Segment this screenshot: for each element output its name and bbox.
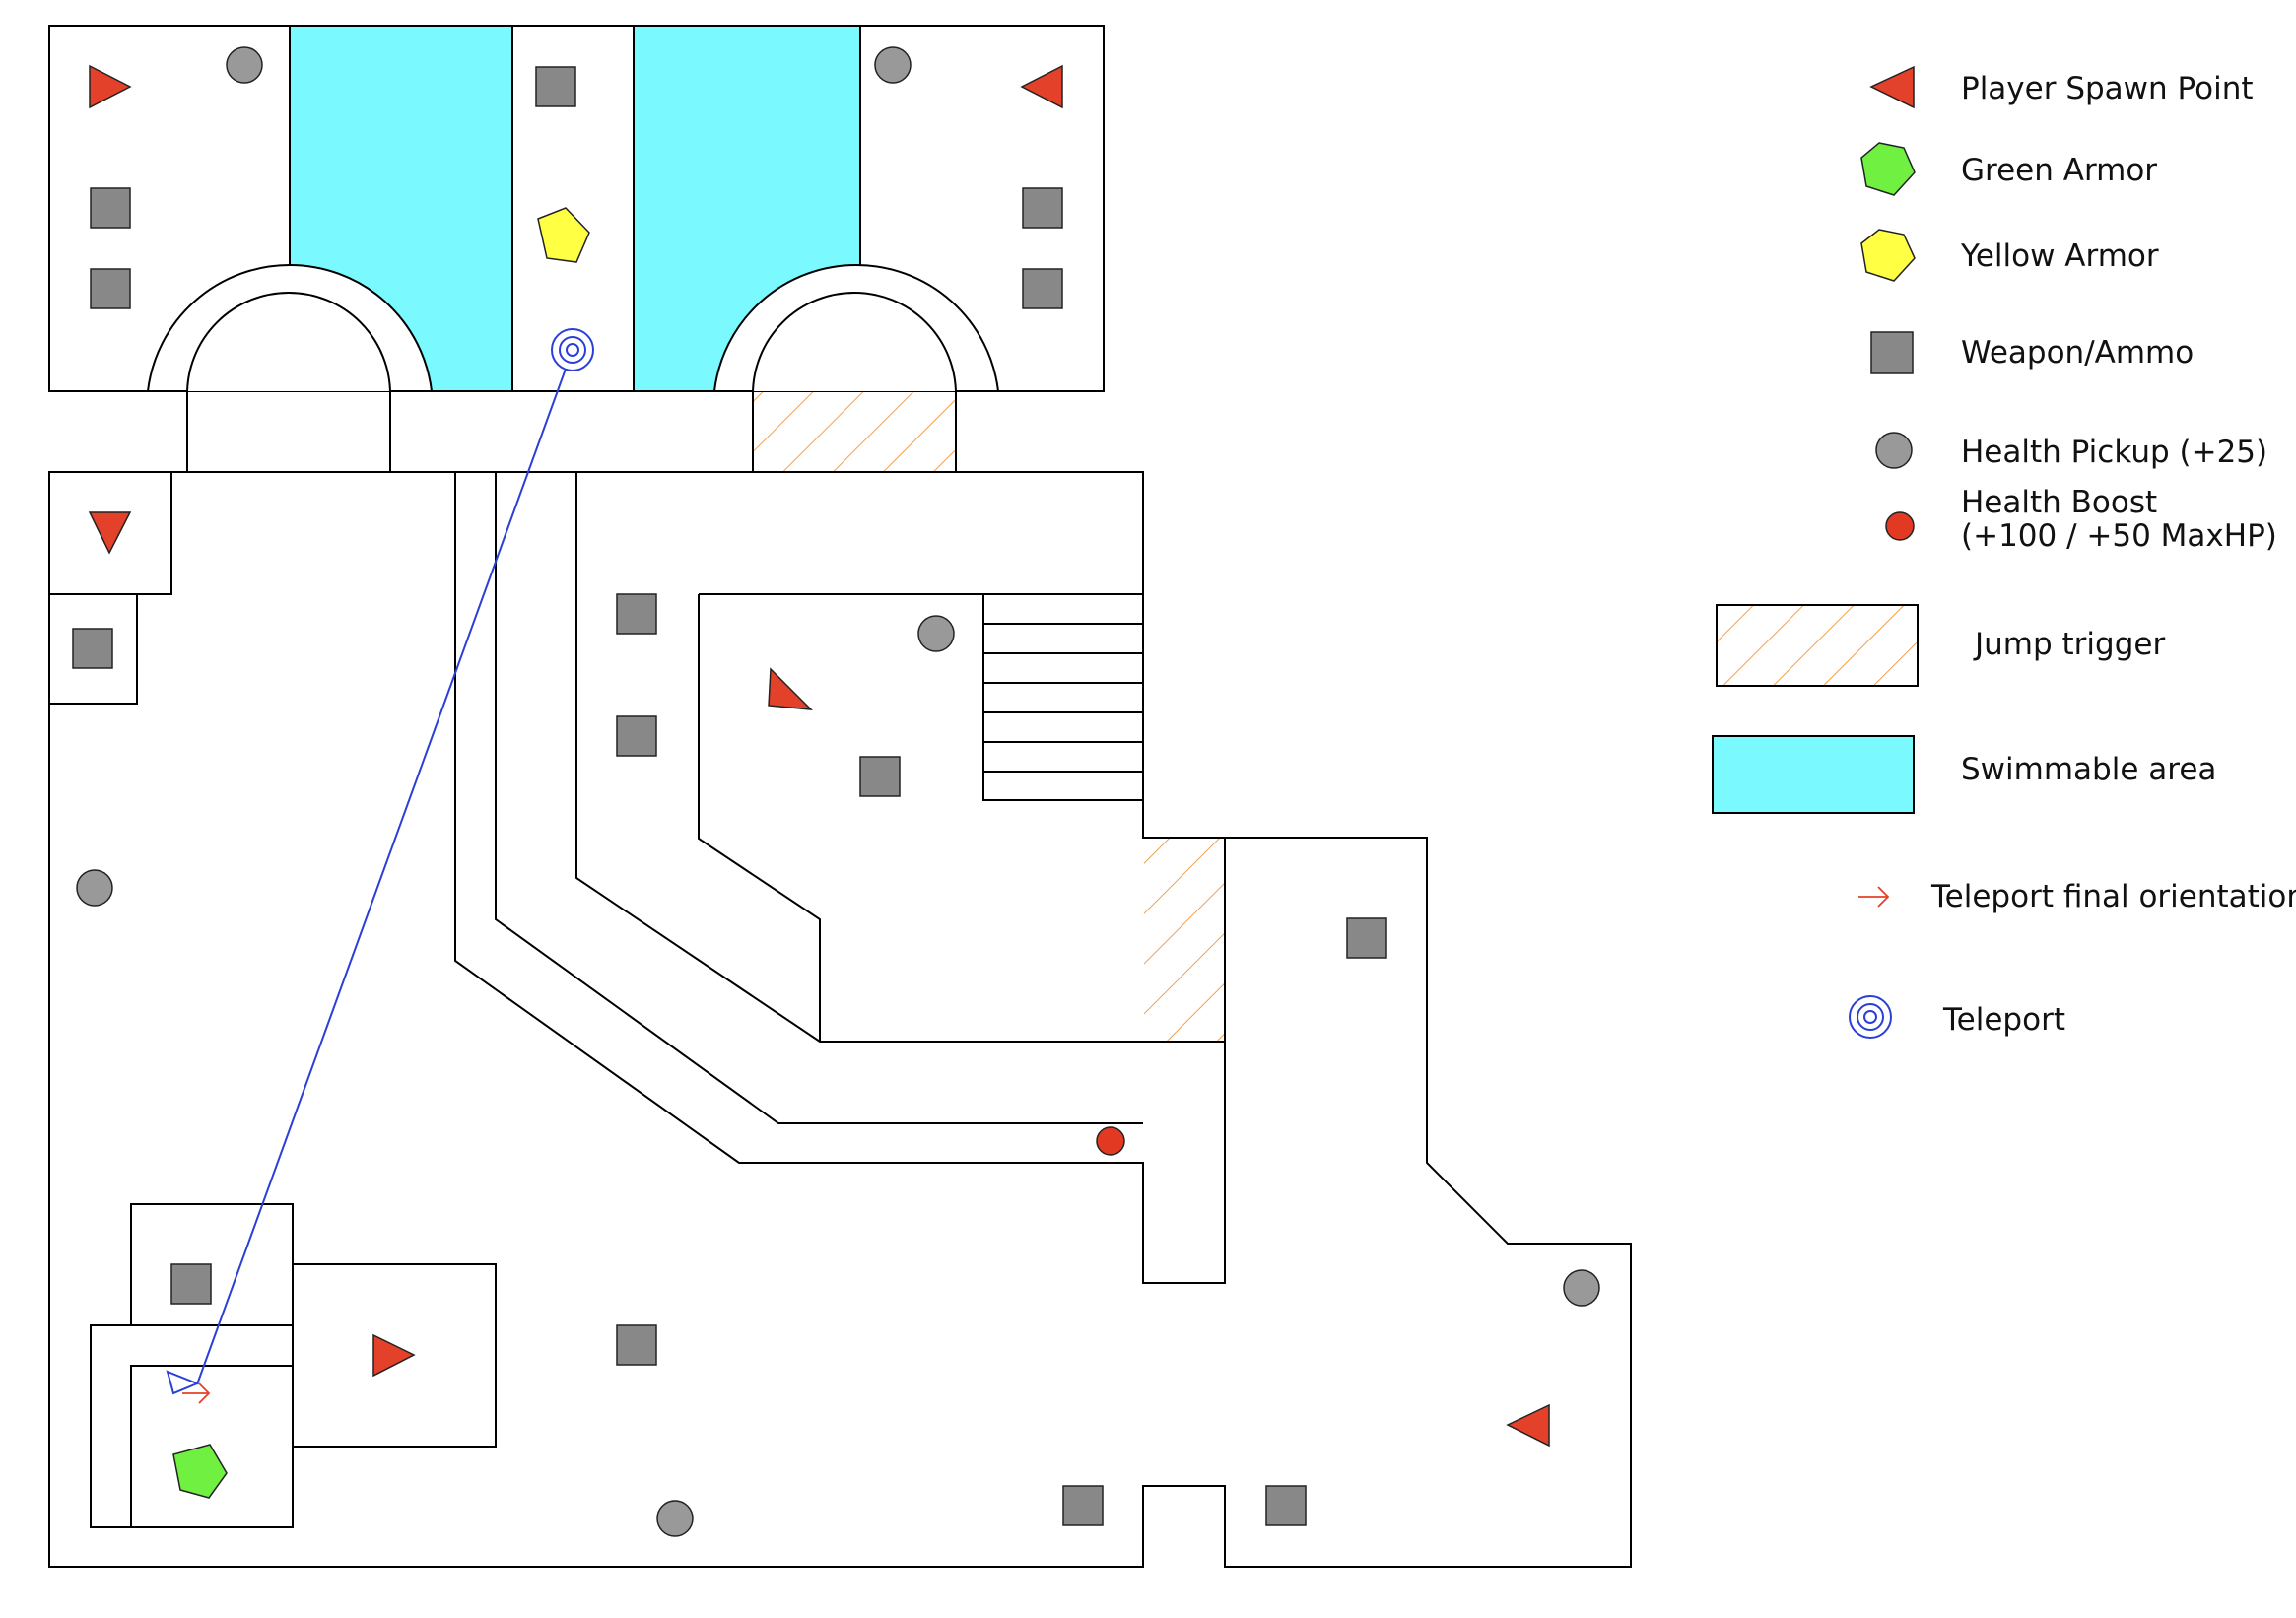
- spawn-point-icon: [1506, 1403, 1550, 1448]
- spawn-point-icon: [372, 1333, 416, 1378]
- health-pickup-icon: [656, 1500, 694, 1537]
- teleport-link: [166, 349, 574, 1404]
- weapon-ammo-icon: [90, 187, 131, 229]
- weapon-ammo-icon: [616, 1324, 657, 1366]
- lower-level: [48, 471, 1632, 1568]
- weapon-ammo-icon: [1022, 268, 1063, 309]
- legend-weapon-label: Weapon/Ammo: [1961, 335, 2194, 371]
- legend-spawn-label: Player Spawn Point: [1961, 71, 2254, 106]
- jump-trigger-side: [1144, 839, 1225, 1041]
- weapon-ammo-icon: [616, 593, 657, 635]
- legend-boost-icon: [1885, 511, 1915, 541]
- legend-orientation-label: Teleport final orientation: [1930, 879, 2296, 914]
- weapon-ammo-icon: [72, 628, 113, 669]
- legend-weapon-icon: [1870, 331, 1914, 374]
- health-pickup-icon: [917, 615, 955, 652]
- legend-green-armor-icon: [1860, 142, 1916, 196]
- green-armor-icon: [172, 1444, 228, 1499]
- legend-yellow-armor-icon: [1860, 229, 1916, 282]
- spawn-point-icon: [88, 511, 132, 555]
- legend-boost-label-2: (+100 / +50 MaxHP): [1961, 518, 2277, 554]
- legend-orientation-icon: [1858, 886, 1890, 908]
- top-arena: [48, 25, 1105, 395]
- weapon-ammo-icon: [859, 756, 901, 797]
- legend-teleport-icon: [1849, 995, 1892, 1039]
- legend-yellow-armor-label: Yellow Armor: [1960, 238, 2159, 274]
- legend-health-label: Health Pickup (+25): [1961, 435, 2267, 470]
- spawn-point-icon: [1020, 64, 1063, 109]
- stairs: [982, 593, 1144, 801]
- spawn-point-icon: [768, 667, 813, 710]
- weapon-ammo-icon: [1062, 1485, 1104, 1526]
- legend-health-icon: [1875, 432, 1913, 469]
- corridors-top: [186, 391, 957, 473]
- weapons-ammo: [72, 66, 1387, 1526]
- legend-jump-icon: [1716, 604, 1919, 687]
- spawn-points: [88, 64, 1550, 1448]
- legend: Player Spawn Point Green Armor Yellow Ar…: [1712, 65, 2296, 1039]
- weapon-ammo-icon: [1265, 1485, 1307, 1526]
- legend-jump-label: Jump trigger: [1973, 627, 2165, 662]
- legend-teleport-label: Teleport: [1942, 1002, 2065, 1038]
- weapon-ammo-icon: [1022, 187, 1063, 229]
- legend-boost-label-1: Health Boost: [1961, 485, 2157, 520]
- legend-water-label: Swimmable area: [1961, 752, 2216, 787]
- jump-trigger-top: [754, 392, 955, 471]
- health-pickup-icon: [76, 869, 113, 907]
- health-pickup-icon: [1563, 1269, 1600, 1307]
- health-pickup-icon: [226, 46, 263, 84]
- teleport-icon: [551, 328, 594, 371]
- weapon-ammo-icon: [616, 715, 657, 757]
- legend-water-icon: [1712, 735, 1915, 814]
- legend-green-armor-label: Green Armor: [1961, 153, 2157, 188]
- weapon-ammo-icon: [170, 1263, 212, 1305]
- weapon-ammo-icon: [1346, 917, 1387, 959]
- armor: [172, 207, 590, 1499]
- health-pickups: [76, 46, 1600, 1537]
- spawn-point-icon: [89, 64, 132, 109]
- health-boost-icon: [1096, 1126, 1125, 1156]
- yellow-armor-icon: [537, 207, 590, 263]
- legend-spawn-icon: [1869, 65, 1915, 109]
- weapon-ammo-icon: [90, 268, 131, 309]
- weapon-ammo-icon: [535, 66, 576, 107]
- health-pickup-icon: [874, 46, 912, 84]
